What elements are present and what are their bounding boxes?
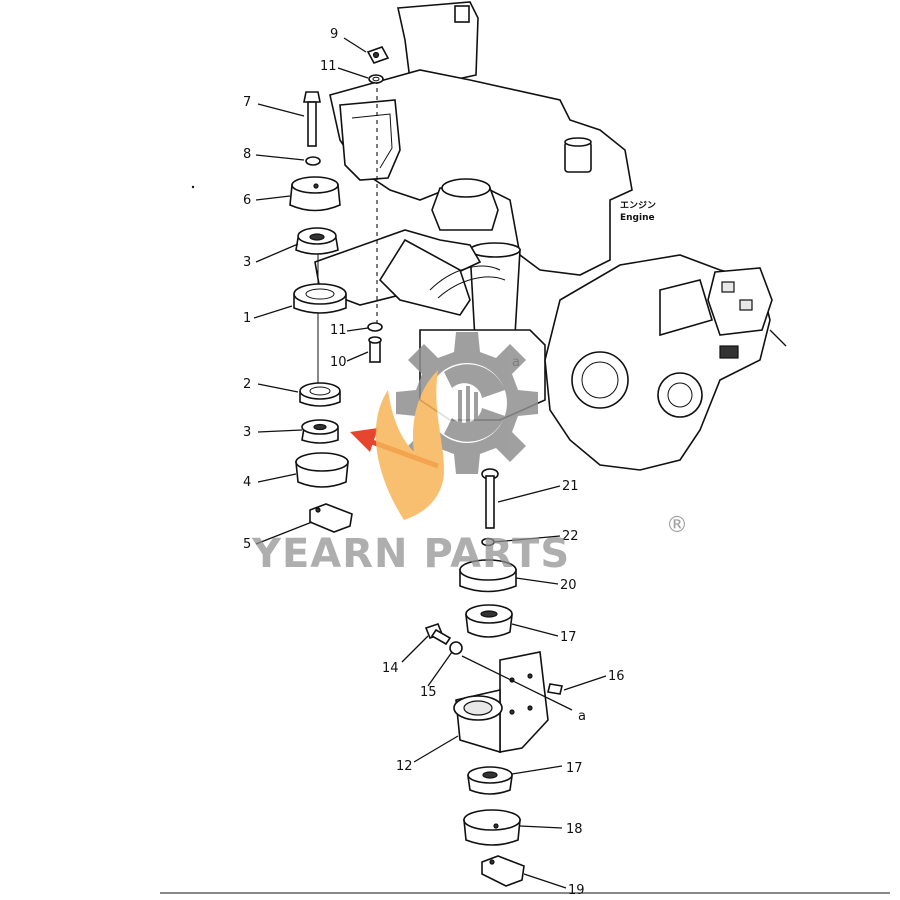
part-2-retainer (299, 382, 341, 407)
callout-2: 2 (243, 377, 251, 392)
part-20-cap (459, 559, 517, 593)
part-17-cushion-upper (465, 604, 513, 638)
callout-5: 5 (243, 537, 251, 552)
part-11-washer-upper (368, 74, 384, 84)
callout-9: 9 (330, 27, 338, 42)
callout-17: 17 (566, 761, 583, 776)
part-5-stopper (309, 503, 353, 533)
callout-20: 20 (560, 578, 577, 593)
callout-12: 12 (396, 759, 413, 774)
callout-3: 3 (243, 255, 251, 270)
callout-4: 4 (243, 475, 251, 490)
engine-label-jp: エンジン (620, 200, 656, 211)
leader-lines (253, 37, 607, 889)
yearn-parts-logo: YEARN PARTS ® (251, 332, 688, 577)
callout-8: 8 (243, 147, 251, 162)
callout-17: 17 (560, 630, 577, 645)
part-7-bolt (303, 91, 321, 147)
part-19-stopper (481, 855, 525, 887)
ref-a-lower-leader (461, 655, 573, 711)
part-9-nut (366, 46, 390, 64)
part-1-bracket-mount (293, 283, 347, 314)
part-10-bolt (368, 336, 382, 363)
ref-label-a-lower: a (578, 709, 586, 724)
callout-21: 21 (562, 479, 579, 494)
callout-10: 10 (330, 355, 347, 370)
engine-label-en: Engine (620, 213, 655, 223)
callout-6: 6 (243, 193, 251, 208)
part-14-bolt (424, 623, 452, 646)
speck (191, 185, 195, 189)
callout-1: 1 (243, 311, 251, 326)
part-3-cushion-upper (295, 227, 339, 255)
callout-labels: 9 11 7 8 6 3 1 11 10 2 3 4 5 21 22 20 17… (243, 27, 625, 898)
callout-11: 11 (320, 59, 337, 74)
callout-19: 19 (568, 883, 585, 898)
part-3-cushion-lower (301, 419, 339, 444)
engine-block: エンジン Engine a (314, 1, 787, 471)
callout-7: 7 (243, 95, 251, 110)
part-8-washer (305, 156, 321, 166)
watermark-text: YEARN PARTS (251, 531, 570, 577)
part-6-cap (289, 176, 341, 212)
callout-3: 3 (243, 425, 251, 440)
part-11-washer-lower (367, 322, 383, 332)
part-18-cup (463, 809, 521, 846)
callout-14: 14 (382, 661, 399, 676)
callout-16: 16 (608, 669, 625, 684)
part-12-bracket (453, 651, 549, 754)
part-15-washer (449, 641, 463, 655)
part-4-cup (295, 452, 349, 488)
flame-icon (375, 370, 444, 520)
callout-18: 18 (566, 822, 583, 837)
registered-mark: ® (666, 513, 688, 538)
part-16-pin (547, 683, 563, 695)
callout-22: 22 (562, 529, 579, 544)
callout-11: 11 (330, 323, 347, 338)
part-17-cushion-lower (467, 766, 513, 795)
callout-15: 15 (420, 685, 437, 700)
part-21-bolt (481, 468, 499, 529)
